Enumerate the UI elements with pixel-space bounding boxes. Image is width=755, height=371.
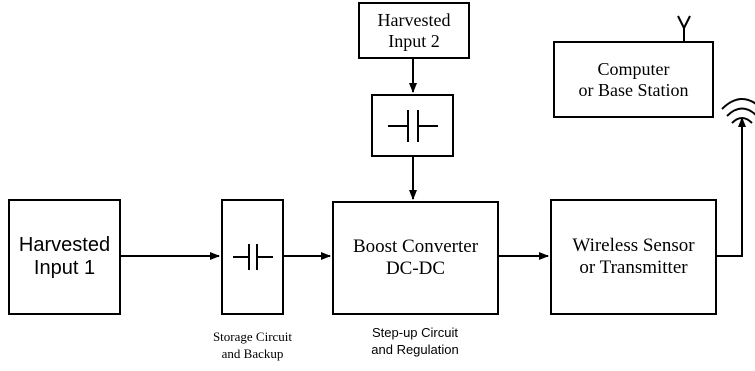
harvested-input-1-line2: Input 1 xyxy=(33,257,96,279)
wireless-signal-icon xyxy=(721,98,755,124)
boost-converter-line1: Boost Converter xyxy=(352,236,479,258)
harvested-input-1-block: Harvested Input 1 xyxy=(8,199,121,315)
wireless-sensor-line1: Wireless Sensor xyxy=(572,235,695,257)
arrow-wireless-to-antenna xyxy=(717,117,746,257)
storage-caption-line1: Storage Circuit xyxy=(212,329,293,344)
boost-converter-block: Boost Converter DC-DC xyxy=(332,201,499,315)
stepup-caption: Step-up Circuit and Regulation xyxy=(340,325,490,359)
stepup-caption-line1: Step-up Circuit xyxy=(372,325,458,340)
computer-base-station-block: Computer or Base Station xyxy=(553,41,714,118)
boost-converter-line2: DC-DC xyxy=(385,258,446,279)
computer-base-station-line2: or Base Station xyxy=(578,79,689,100)
stepup-caption-line2: and Regulation xyxy=(371,341,459,357)
computer-base-station-line1: Computer xyxy=(597,58,670,79)
base-station-antenna-icon xyxy=(677,15,691,41)
capacitor-icon xyxy=(232,244,273,270)
storage-caption: Storage Circuit and Backup xyxy=(150,329,355,363)
harvested-input-1-line1: Harvested xyxy=(18,234,111,256)
harvested-input-2-block: Harvested Input 2 xyxy=(358,2,470,59)
harvested-input-2-line1: Harvested xyxy=(377,9,451,30)
storage-caption-line2: and Backup xyxy=(221,345,284,361)
wireless-sensor-line2: or Transmitter xyxy=(579,257,688,278)
input2-capacitor-block xyxy=(371,94,454,157)
storage-circuit-block xyxy=(221,199,284,315)
wireless-sensor-block: Wireless Sensor or Transmitter xyxy=(550,199,717,315)
harvested-input-2-line2: Input 2 xyxy=(388,30,440,51)
capacitor-icon xyxy=(387,109,438,142)
